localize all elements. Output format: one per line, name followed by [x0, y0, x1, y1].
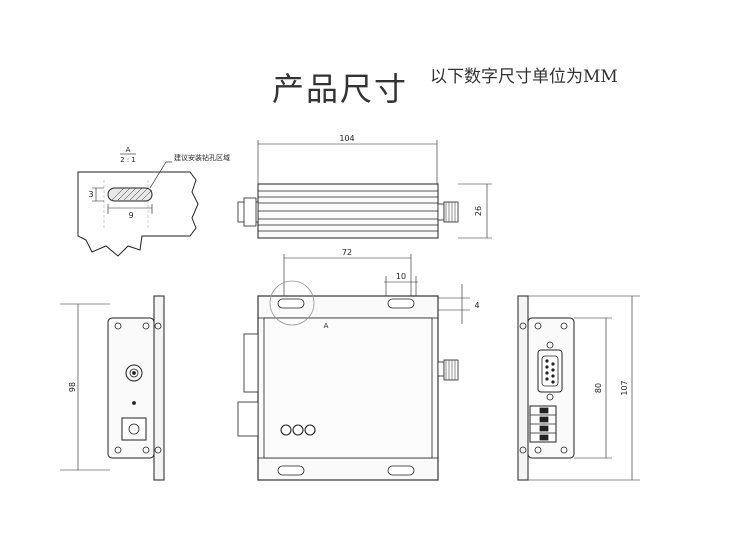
callout-leader — [149, 161, 167, 189]
antenna-connector-top — [443, 201, 459, 223]
indicator-dot — [132, 401, 136, 405]
detail-ref-a: A — [324, 322, 329, 330]
dim-text-80: 80 — [594, 383, 603, 393]
dc-power-jack[interactable] — [121, 417, 147, 441]
mount-slot-bottom-right[interactable] — [387, 465, 415, 476]
mount-slot-top-left[interactable] — [277, 298, 305, 309]
drill-slot — [107, 187, 153, 202]
left-view — [60, 295, 165, 481]
mount-slot-bottom-left[interactable] — [277, 465, 305, 476]
drill-area-callout: 建议安装钻孔区域 — [174, 153, 230, 162]
dim-text-9: 9 — [128, 211, 133, 220]
db9-side — [243, 333, 259, 393]
dim-text-10: 10 — [396, 272, 406, 281]
antenna-connector-front — [443, 359, 459, 381]
mount-flange-right — [517, 295, 529, 481]
detail-scale: 2 : 1 — [120, 156, 136, 164]
detail-view-a — [77, 153, 199, 257]
dim-text-72: 72 — [342, 248, 352, 257]
dim-text-107: 107 — [620, 380, 629, 395]
front-view — [237, 254, 470, 481]
dim-text-104: 104 — [339, 134, 354, 143]
led-1 — [280, 424, 292, 436]
dim-line-9 — [107, 204, 153, 214]
dim-text-4: 4 — [474, 301, 479, 310]
top-view — [237, 140, 492, 239]
dim-text-26: 26 — [474, 206, 483, 216]
mount-flange-left — [153, 295, 165, 481]
detail-label: A — [126, 146, 131, 154]
right-view — [517, 295, 640, 481]
dim-text-3: 3 — [88, 190, 93, 199]
page-title: 产品尺寸 — [272, 70, 409, 108]
terminal-side — [237, 401, 259, 437]
dim-line-3 — [92, 187, 104, 202]
dim-text-98: 98 — [68, 382, 77, 392]
unit-note: 以下数字尺寸单位为MM — [430, 67, 618, 87]
led-2 — [292, 424, 304, 436]
sma-antenna-port[interactable] — [125, 364, 143, 382]
led-3 — [304, 424, 316, 436]
detail-outline — [77, 171, 199, 257]
detail-circle-a — [269, 280, 315, 326]
mount-slot-top-right[interactable] — [387, 298, 415, 309]
